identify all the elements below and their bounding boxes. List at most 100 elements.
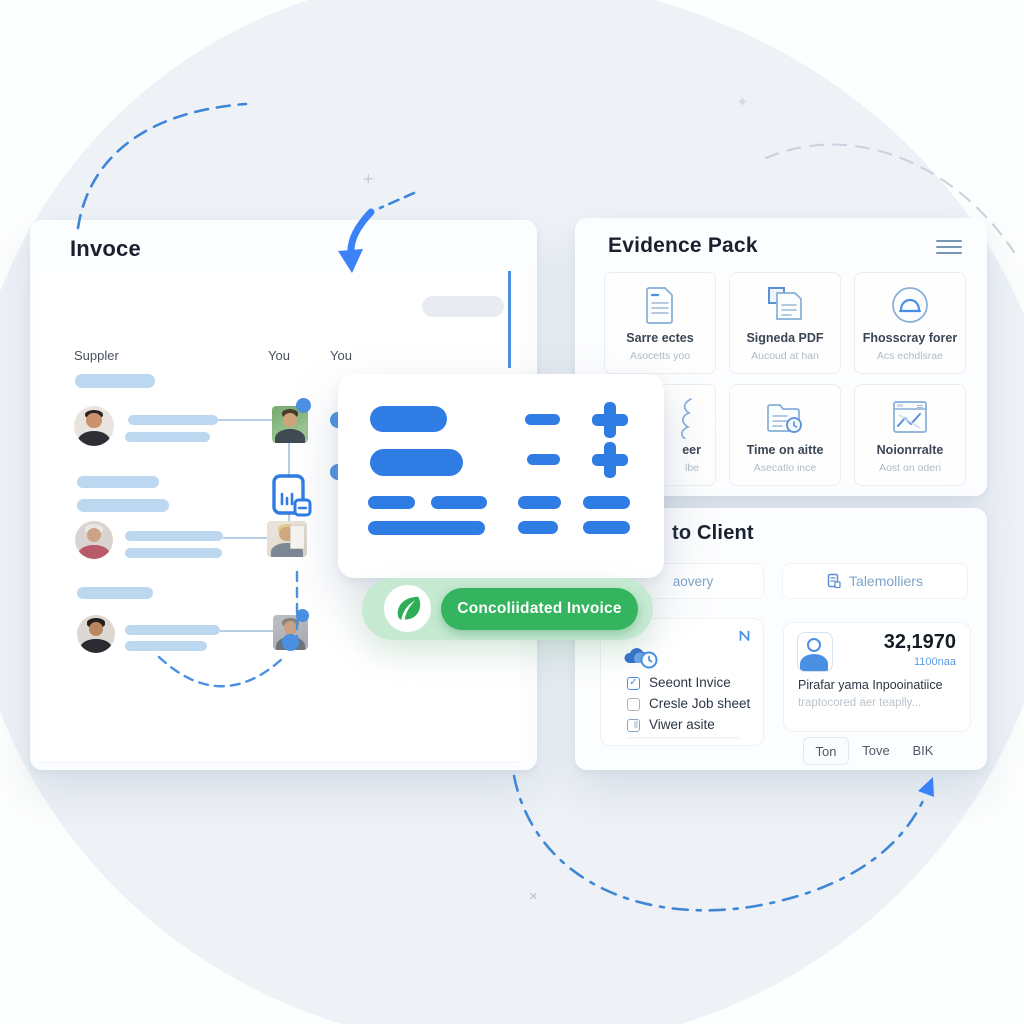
evidence-tile[interactable]: Signeda PDF Aucoud at han	[729, 272, 841, 374]
action-button-bik[interactable]: BIK	[903, 737, 943, 763]
checkbox-checked[interactable]: ✓	[627, 677, 640, 690]
partial-icon	[677, 397, 695, 444]
avatar	[75, 521, 113, 559]
tab-label: Talemolliers	[849, 573, 923, 589]
skeleton-pill	[77, 476, 159, 488]
amount-subtext: 1100naa	[913, 656, 956, 668]
leaf-icon	[397, 596, 421, 620]
photo-camera-icon	[855, 283, 965, 327]
tile-label: eer	[682, 443, 701, 457]
checklist-item-label: Seeont Invice	[649, 675, 731, 690]
tile-label: Time on aitte	[746, 443, 824, 457]
checklist-item-label: Viwer asite	[649, 717, 715, 732]
data-bar	[431, 496, 487, 509]
button-label: BIK	[912, 742, 934, 758]
evidence-tile[interactable]: Noionrralte Aost on oderi	[854, 384, 966, 486]
check-icon: ✓	[629, 677, 638, 688]
menu-icon[interactable]	[936, 240, 962, 256]
message-bar	[125, 641, 207, 651]
expand-icon[interactable]	[738, 629, 751, 647]
document-icon	[827, 573, 841, 589]
evidence-tile[interactable]: Fhosscray forer Acs echdlsrae	[854, 272, 966, 374]
plus-icon[interactable]	[592, 442, 628, 478]
document-icon	[605, 283, 715, 327]
column-header-you-2: You	[330, 348, 352, 363]
plus-sparkle-icon: +	[363, 169, 374, 189]
tile-sublabel: lbe	[684, 462, 699, 474]
button-label: Ton	[815, 743, 837, 759]
divider	[627, 737, 739, 739]
evidence-tile[interactable]: Sarre ectes Asocetts yoo	[604, 272, 716, 374]
data-bar	[525, 414, 560, 425]
plus-icon[interactable]	[592, 402, 628, 438]
tile-sublabel: Asecatlo ince	[753, 462, 817, 474]
notification-dot	[282, 634, 299, 651]
connector-line	[223, 537, 273, 539]
client-name: Pirafar yama Inpooinatiice	[798, 678, 943, 692]
message-bar	[125, 625, 220, 635]
button-label: Concoliidated Invoice	[457, 600, 622, 617]
consolidated-invoice-button[interactable]: Concoliidated Invoice	[441, 588, 638, 630]
to-client-panel: to Client aovery Talemolliers ✓ Seeont I…	[575, 508, 987, 770]
scrollbar[interactable]	[508, 271, 511, 368]
data-bar	[368, 496, 415, 509]
tile-sublabel: Acs echdlsrae	[877, 350, 943, 362]
data-bar	[583, 521, 630, 534]
evidence-tile[interactable]: Time on aitte Asecatlo ince	[729, 384, 841, 486]
button-label: Tove	[862, 742, 890, 758]
consolidated-invoice-pill: Concoliidated Invoice	[362, 578, 653, 640]
evidence-pack-title: Evidence Pack	[608, 234, 758, 257]
amount-value: 32,1970	[883, 631, 956, 653]
tile-label: Noionrralte	[876, 443, 944, 457]
checkbox-unchecked[interactable]	[627, 698, 640, 711]
tile-label: Signeda PDF	[746, 331, 824, 345]
data-bar	[368, 521, 485, 535]
person-avatar-icon	[797, 632, 833, 672]
tile-sublabel: Aost on oderi	[879, 462, 941, 474]
avatar	[77, 615, 115, 653]
tile-label: Sarre ectes	[626, 331, 694, 345]
photo-thumbnail	[267, 521, 307, 557]
skeleton-pill	[77, 499, 169, 512]
data-bar	[518, 496, 561, 509]
message-bar	[128, 415, 218, 425]
data-bar	[370, 449, 463, 476]
tab-talemolliers[interactable]: Talemolliers	[782, 563, 968, 599]
tile-label: Fhosscray forer	[862, 331, 958, 345]
cloud-clock-icon	[624, 645, 658, 674]
column-header-you-1: You	[268, 348, 290, 363]
column-header-supplier: Suppler	[74, 348, 119, 363]
star-sparkle-icon: ✦	[736, 94, 749, 111]
checkbox-partial[interactable]	[627, 719, 640, 732]
client-note: traptocored aer teaplly...	[798, 697, 922, 709]
message-bar	[125, 531, 223, 541]
leaf-badge	[384, 585, 431, 632]
tab-label: aovery	[672, 573, 714, 589]
notification-dot	[296, 398, 311, 413]
message-bar	[125, 432, 210, 442]
skeleton-pill	[77, 587, 153, 599]
invoice-file-icon	[271, 474, 313, 519]
action-button-ton[interactable]: Ton	[803, 737, 849, 765]
skeleton-pill	[75, 374, 155, 388]
data-bar	[527, 454, 560, 465]
checklist-item-label: Cresle Job sheet	[649, 696, 751, 711]
avatar	[74, 406, 114, 446]
message-bar	[125, 548, 222, 558]
tile-sublabel: Asocetts yoo	[629, 350, 691, 362]
consolidated-invoice-card	[338, 374, 664, 578]
signed-pdf-icon	[730, 283, 840, 327]
notification-dot	[296, 609, 309, 622]
x-sparkle-icon: ×	[529, 888, 538, 905]
data-bar	[370, 406, 447, 432]
invoice-panel-title: Invoce	[70, 236, 141, 261]
tile-sublabel: Aucoud at han	[751, 350, 819, 362]
action-button-tove[interactable]: Tove	[855, 737, 897, 763]
to-client-title: to Client	[672, 522, 754, 544]
summary-card: 32,1970 1100naa Pirafar yama Inpooinatii…	[783, 622, 971, 732]
skeleton-pill-gray	[422, 296, 504, 317]
connector-line	[218, 419, 273, 421]
chart-image-icon	[855, 395, 965, 439]
time-on-site-icon	[730, 395, 840, 439]
